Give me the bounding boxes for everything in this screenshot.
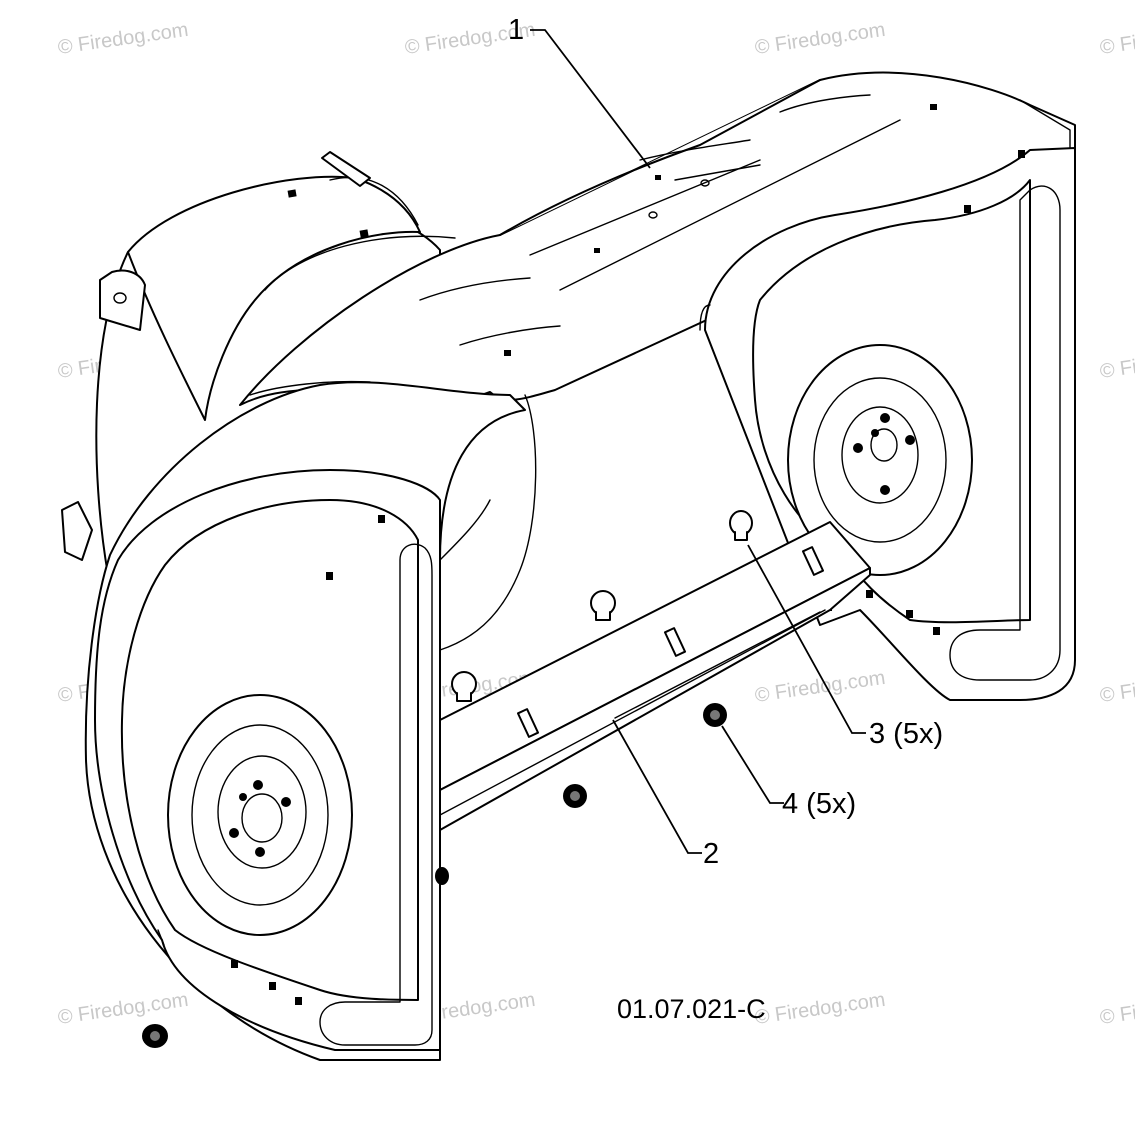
- callout-3-label: 3 (5x): [869, 718, 944, 750]
- hex-nuts: [142, 703, 727, 1048]
- leader-lines: [530, 29, 866, 854]
- left-side-plate: [94, 469, 441, 1051]
- leader-3: [747, 544, 866, 734]
- carriage-bolt: [590, 590, 616, 621]
- cross-rail: [439, 521, 871, 831]
- housing-top-channel: [239, 71, 1076, 411]
- callout-4-label: 4 (5x): [782, 788, 857, 820]
- hex-nut: [435, 867, 449, 885]
- hex-nut: [142, 1024, 168, 1048]
- leader-2: [612, 719, 702, 854]
- drawing-number: 01.07.021-C: [617, 994, 766, 1024]
- carriage-bolt: [729, 510, 753, 541]
- carriage-bolts: [451, 510, 753, 702]
- leader-4: [721, 725, 784, 804]
- carriage-bolt: [451, 671, 477, 702]
- hex-nut: [563, 784, 587, 808]
- right-side-plate: [699, 147, 1076, 701]
- callout-2-label: 2: [703, 838, 720, 870]
- callout-1-label: 1: [508, 14, 525, 46]
- leader-1: [530, 29, 651, 169]
- hex-nut: [703, 703, 727, 727]
